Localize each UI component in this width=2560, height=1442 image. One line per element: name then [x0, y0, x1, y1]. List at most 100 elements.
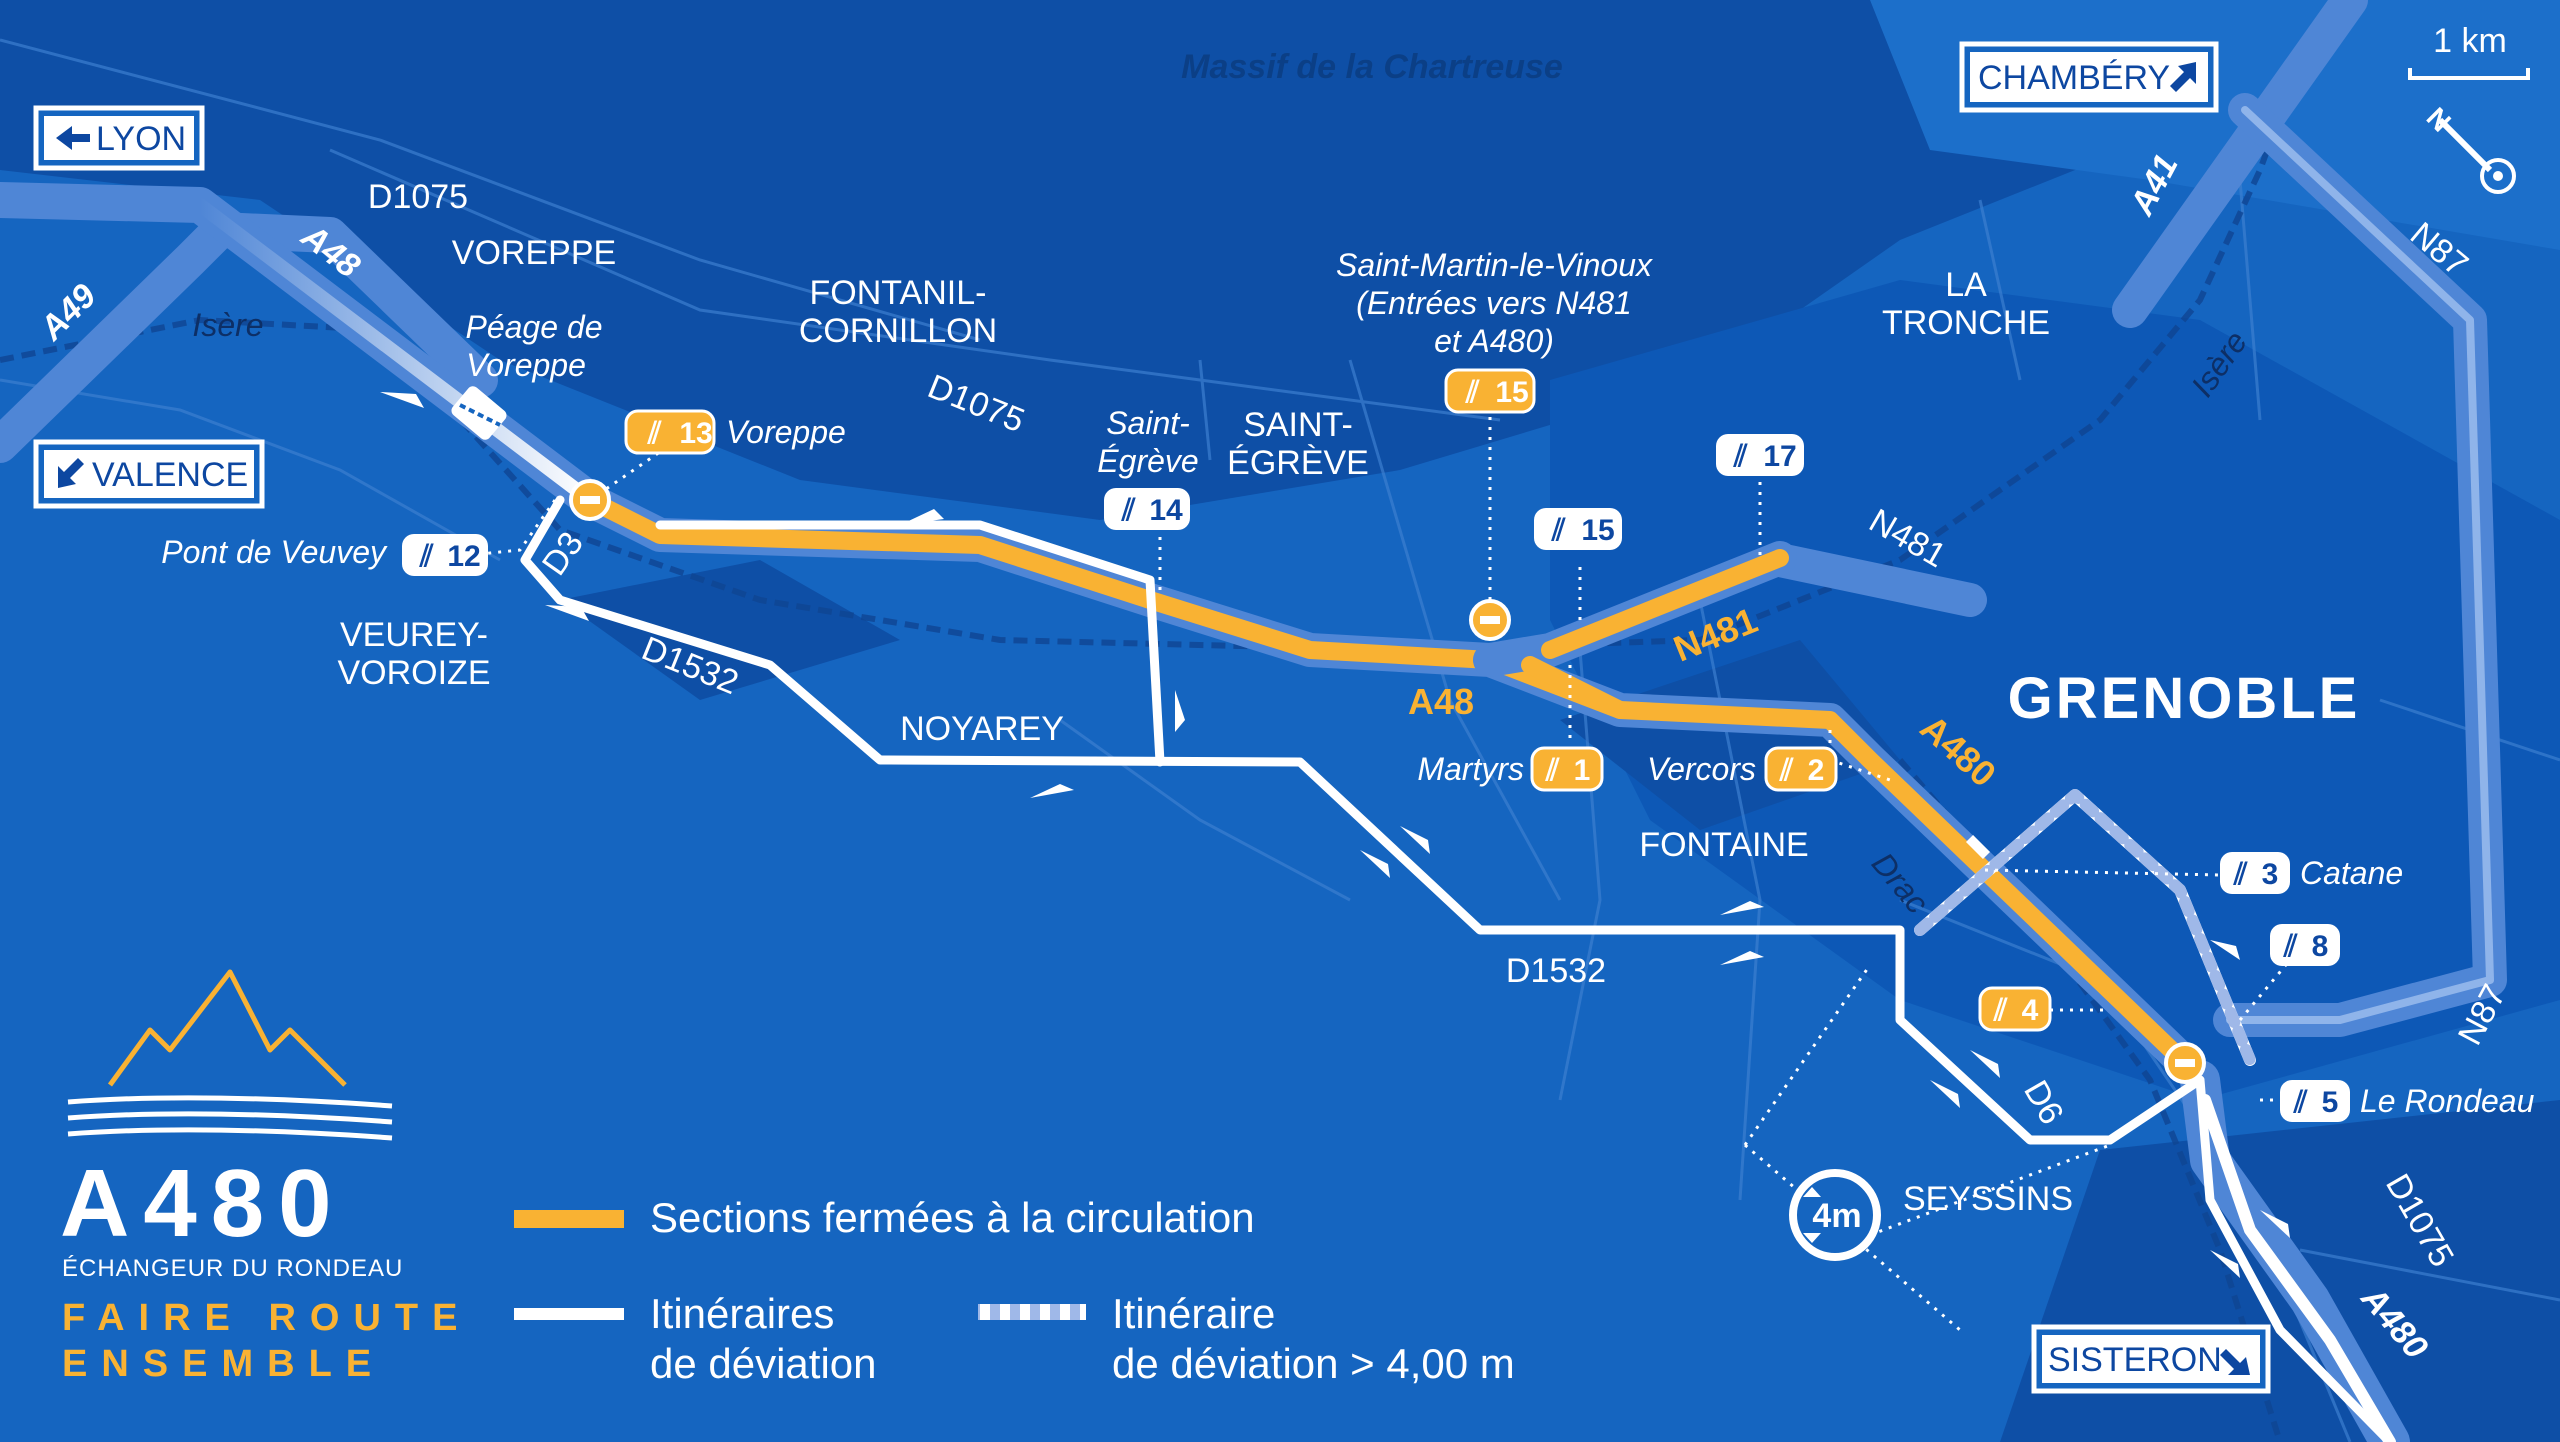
brand-tagline-1: FAIRE ROUTE: [62, 1297, 471, 1339]
closure-marker-smv: [1469, 599, 1511, 641]
brand-block: A480 ÉCHANGEUR DU RONDEAU FAIRE ROUTE EN…: [60, 969, 471, 1385]
place-la-tronche-2: TRONCHE: [1882, 304, 2050, 342]
sign-lyon-label: LYON: [96, 120, 186, 158]
smv-label-2: (Entrées vers N481: [1356, 285, 1632, 321]
detour-d3-d1532: [520, 495, 2205, 1145]
arrow-down-right-icon: [2220, 1349, 2250, 1375]
closure-marker-voreppe: [569, 479, 611, 521]
sign-chambery-label: CHAMBÉRY: [1978, 59, 2170, 97]
se14-label-2: Égrève: [1097, 443, 1198, 479]
place-fontaine: FONTAINE: [1639, 826, 1808, 864]
place-noyarey: NOYAREY: [900, 710, 1064, 748]
place-veurey-2: VOROIZE: [337, 654, 490, 692]
toll-plaza-icon: [451, 386, 507, 440]
region-label: Massif de la Chartreuse: [1181, 48, 1563, 86]
closed-a48-a480: [581, 491, 2194, 1072]
direction-arrows: [380, 392, 2290, 1278]
compass-icon: N: [2421, 101, 2516, 194]
a41-road: [2112, 0, 2368, 328]
arrow-up-right-icon: [2170, 62, 2196, 92]
legend-swatch-detour: [514, 1308, 624, 1320]
smv-label-1: Saint-Martin-le-Vinoux: [1336, 247, 1653, 283]
svg-text:14: 14: [1149, 494, 1183, 527]
exit-icon: ⫽: [647, 417, 662, 450]
le-rondeau-label: Le Rondeau: [2360, 1083, 2535, 1119]
exit-8-badge: ⫽ 8: [2270, 924, 2340, 966]
road-a48-mid-label: A48: [1408, 681, 1474, 722]
exit-icon: ⫽: [1993, 994, 2008, 1027]
svg-text:8: 8: [2312, 930, 2329, 963]
arrow-left-icon: [56, 126, 90, 150]
place-saint-egreve-1: SAINT-: [1243, 406, 1353, 444]
height-limit-text: 4m: [1812, 1197, 1861, 1235]
n481-road: [1763, 543, 1987, 617]
sign-valence-label: VALENCE: [92, 456, 248, 494]
exit-icon: ⫽: [2293, 1086, 2308, 1119]
legend-closed-label: Sections fermées à la circulation: [650, 1194, 1255, 1241]
svg-text:3: 3: [2262, 858, 2279, 891]
exit-icon: ⫽: [419, 540, 434, 573]
sign-chambery: CHAMBÉRY: [1959, 41, 2219, 113]
brand-title: A480: [60, 1150, 346, 1257]
legend: Sections fermées à la circulation Itinér…: [514, 1194, 1515, 1387]
svg-text:13: 13: [679, 417, 712, 450]
place-fontanil-1: FONTANIL-: [810, 274, 987, 312]
martyrs-label: Martyrs: [1417, 751, 1524, 787]
sign-valence: VALENCE: [33, 439, 265, 509]
exit-icon: ⫽: [1551, 514, 1566, 547]
catane-label: Catane: [2300, 855, 2403, 891]
exit-icon: ⫽: [2283, 930, 2298, 963]
place-veurey-1: VEUREY-: [340, 616, 488, 654]
detour-over-4m: [1914, 789, 2256, 1066]
legend-swatch-detour-over-4m: [978, 1304, 1086, 1320]
place-la-tronche-1: LA: [1945, 266, 1987, 304]
svg-text:5: 5: [2322, 1086, 2339, 1119]
legend-detour-over-label-1: Itinéraire: [1112, 1290, 1275, 1337]
svg-text:4: 4: [2022, 994, 2039, 1027]
exit-15-top-badge: ⫽ 15: [1444, 368, 1536, 414]
exit-5-badge: ⫽ 5: [2280, 1080, 2350, 1122]
exit-4-badge: ⫽ 4: [1978, 986, 2052, 1032]
exit-icon: ⫽: [1733, 440, 1748, 473]
place-grenoble: GRENOBLE: [2008, 666, 2361, 731]
place-saint-egreve-2: ÉGRÈVE: [1227, 444, 1369, 482]
place-fontanil-2: CORNILLON: [799, 312, 997, 350]
height-limit-sign-icon: 4m: [1789, 1169, 1881, 1261]
legend-swatch-closed: [514, 1210, 624, 1228]
exit-3-badge: ⫽ 3: [2220, 852, 2290, 894]
detour-a480-south: [2195, 1075, 2395, 1442]
exit-12-badge: ⫽ 12: [402, 534, 488, 576]
closed-sections: [573, 483, 2202, 1080]
place-seyssins: SEYSSINS: [1903, 1180, 2073, 1218]
road-d1075-top-label: D1075: [368, 178, 468, 216]
svg-text:1: 1: [1574, 754, 1591, 787]
closure-marker-catane: [1965, 834, 1991, 860]
closure-marker-rondeau: [2164, 1042, 2206, 1084]
exit-icon: ⫽: [2233, 858, 2248, 891]
svg-text:12: 12: [447, 540, 480, 573]
legend-detour-over-label-2: de déviation > 4,00 m: [1112, 1340, 1515, 1387]
brand-subtitle: ÉCHANGEUR DU RONDEAU: [62, 1255, 403, 1282]
exit-icon: ⫽: [1465, 376, 1480, 409]
svg-text:15: 15: [1581, 514, 1614, 547]
road-d1532-south-label: D1532: [1506, 952, 1606, 990]
scale-label: 1 km: [2433, 22, 2507, 60]
closed-n481: [1541, 549, 1789, 659]
detour-routes: [520, 495, 2395, 1442]
exit-15-low-badge: ⫽ 15: [1534, 508, 1622, 550]
exit-2-badge: ⫽ 2: [1764, 746, 1838, 792]
sign-sisteron-label: SISTERON: [2048, 1341, 2222, 1379]
legend-detour-label-1: Itinéraires: [650, 1290, 834, 1337]
sign-lyon: LYON: [33, 105, 205, 171]
vercors-label: Vercors: [1647, 751, 1756, 787]
brand-tagline-2: ENSEMBLE: [62, 1343, 385, 1385]
peage-label-1: Péage de: [465, 309, 602, 345]
svg-text:2: 2: [1808, 754, 1825, 787]
place-labels: VOREPPE FONTANIL- CORNILLON SAINT- ÉGRÈV…: [337, 234, 2361, 1218]
exit-1-badge: ⫽ 1: [1530, 746, 1604, 792]
se14-label-1: Saint-: [1106, 405, 1190, 441]
mountain-logo-icon: [107, 969, 347, 1087]
exit-14-badge: ⫽ 14: [1104, 488, 1190, 530]
